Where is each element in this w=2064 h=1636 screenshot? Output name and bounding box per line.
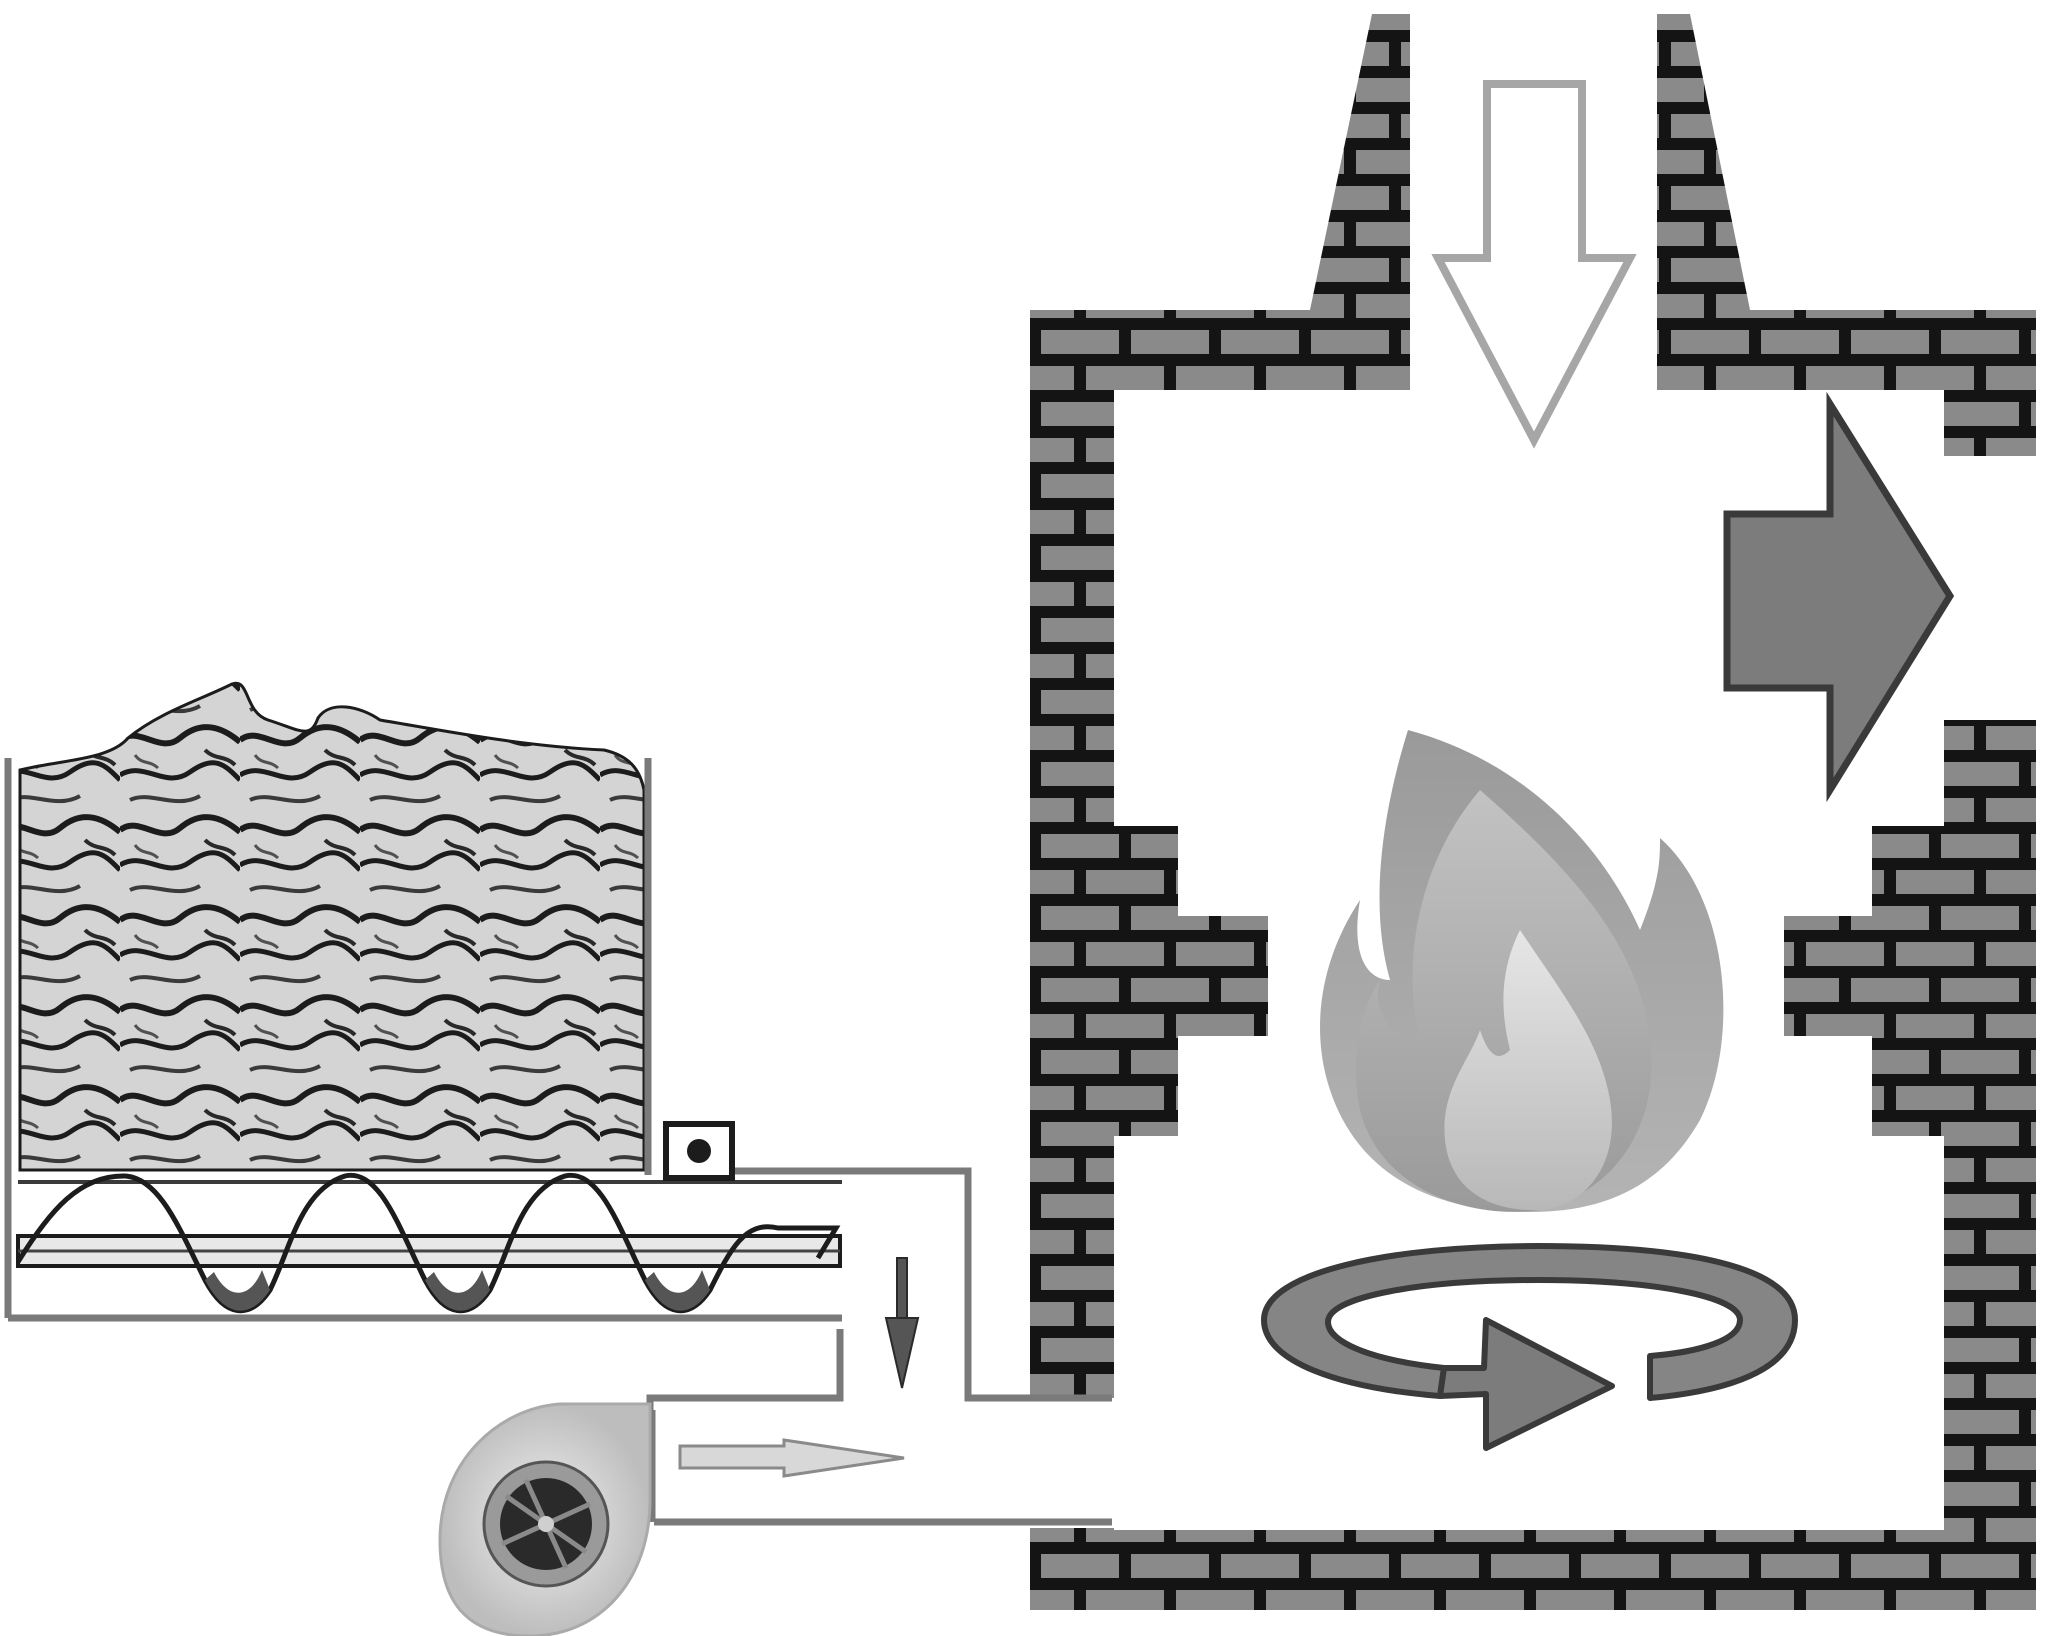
furnace-left-step <box>1114 826 1178 1136</box>
furnace-right-ledge <box>1784 916 1872 1036</box>
furnace-left-ledge <box>1178 916 1268 1036</box>
furnace-roof-left <box>1030 310 1410 390</box>
furnace-floor <box>1030 1530 2036 1610</box>
furnace-right-step <box>1872 826 1944 1136</box>
flame-inner <box>1444 930 1612 1211</box>
feed-motor-icon <box>663 1121 735 1181</box>
duct-drop-left <box>646 1329 844 1410</box>
screw-conveyor-icon <box>15 1172 842 1314</box>
furnace-right-wall-lower <box>1944 720 2036 1610</box>
swirl-arrowhead <box>1437 1317 1615 1451</box>
air-flow-arrow-icon <box>678 1438 905 1478</box>
fuel-hopper <box>18 681 652 1175</box>
heat-output-arrow-icon <box>1723 391 1955 803</box>
fuel-pile <box>18 681 646 1172</box>
flame-icon <box>1320 730 1724 1212</box>
centrifugal-fan-icon <box>438 1402 652 1636</box>
chimney-left <box>1310 14 1410 310</box>
furnace-left-wall <box>1030 310 1114 1610</box>
duct-upper-outline <box>734 1167 1112 1402</box>
swirl-ring <box>1261 1243 1798 1401</box>
furnace-right-wall-upper <box>1944 390 2036 456</box>
fuel-drop-arrow-icon <box>884 1257 920 1389</box>
fan-blades <box>500 1478 592 1570</box>
furnace <box>1028 14 2036 1610</box>
furnace-duct-opening <box>1028 1398 1120 1528</box>
air-intake-arrow-icon <box>1431 80 1637 449</box>
chimney-right <box>1657 14 1750 310</box>
furnace-roof-right <box>1657 310 2036 390</box>
auger-trough <box>4 758 842 1322</box>
swirl-rotation-icon <box>1261 1243 1798 1451</box>
